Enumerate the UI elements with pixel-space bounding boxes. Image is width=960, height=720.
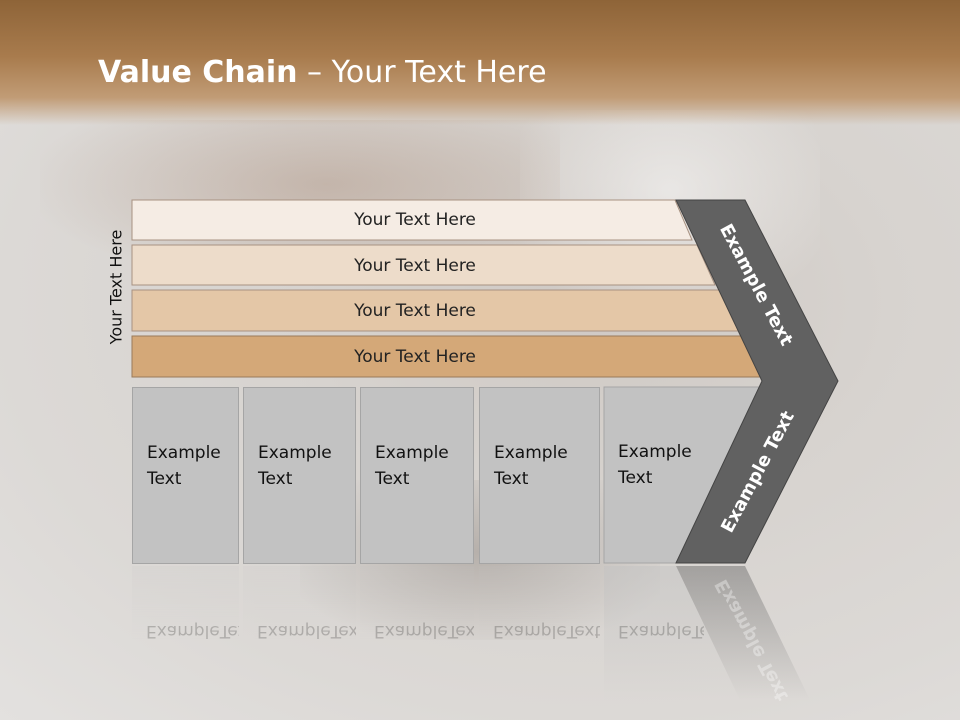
bar-2-label: Your Text Here bbox=[354, 256, 476, 276]
column-5-reflection bbox=[604, 566, 740, 700]
column-1-reflection-line2: Text bbox=[219, 621, 239, 641]
column-1-reflection: ExampleText bbox=[132, 566, 239, 696]
column-3-reflection: ExampleText bbox=[360, 566, 474, 696]
column-2-line1: Example bbox=[258, 443, 332, 463]
column-5-line2: Text bbox=[618, 468, 653, 488]
bar-1-label: Your Text Here bbox=[354, 210, 476, 230]
column-2-reflection-line2: Text bbox=[330, 621, 356, 641]
bar-3-label: Your Text Here bbox=[354, 301, 476, 321]
header-band bbox=[0, 0, 960, 125]
title-rest: – Your Text Here bbox=[297, 55, 547, 90]
bar-4: Your Text Here bbox=[132, 337, 752, 377]
bar-2: Your Text Here bbox=[132, 246, 712, 286]
column-3-line1: Example bbox=[375, 443, 449, 463]
bar-3: Your Text Here bbox=[132, 291, 732, 331]
column-3-reflection-line1: Example bbox=[374, 621, 448, 641]
chevron-reflection bbox=[676, 566, 810, 700]
bar-2-shape bbox=[131, 244, 716, 286]
title-bold: Value Chain bbox=[98, 55, 298, 90]
column-1-line1: Example bbox=[147, 443, 221, 463]
column-5-reflection-line1: Example bbox=[618, 621, 692, 641]
column-5-line1: Example bbox=[618, 442, 692, 462]
column-1-reflection-line1: Example bbox=[146, 621, 220, 641]
column-2-reflection: ExampleText bbox=[243, 566, 356, 696]
column-4-reflection: ExampleText bbox=[479, 566, 600, 696]
column-5-reflection-text: ExampleText bbox=[604, 566, 704, 696]
column-3-line2: Text bbox=[375, 469, 410, 489]
column-3-reflection-line2: Text bbox=[447, 621, 474, 641]
chevron-shape bbox=[675, 199, 839, 564]
column-1: Example Text bbox=[132, 387, 239, 564]
bar-1-shape bbox=[131, 199, 693, 241]
column-5: Example Text bbox=[604, 387, 704, 564]
slide-title: Value Chain – Your Text Here bbox=[98, 55, 547, 90]
column-5-reflection-line2: Text bbox=[691, 621, 704, 641]
column-1-line2: Text bbox=[147, 469, 182, 489]
column-4-reflection-line2: Text bbox=[566, 621, 600, 641]
column-2-reflection-line1: Example bbox=[257, 621, 331, 641]
column-4-reflection-line1: Example bbox=[493, 621, 567, 641]
column-2: Example Text bbox=[243, 387, 356, 564]
column-3: Example Text bbox=[360, 387, 474, 564]
bar-1: Your Text Here bbox=[132, 200, 692, 240]
column-4-line1: Example bbox=[494, 443, 568, 463]
bar-4-label: Your Text Here bbox=[354, 347, 476, 367]
column-4: Example Text bbox=[479, 387, 600, 564]
column-2-line2: Text bbox=[258, 469, 293, 489]
column-4-line2: Text bbox=[494, 469, 529, 489]
